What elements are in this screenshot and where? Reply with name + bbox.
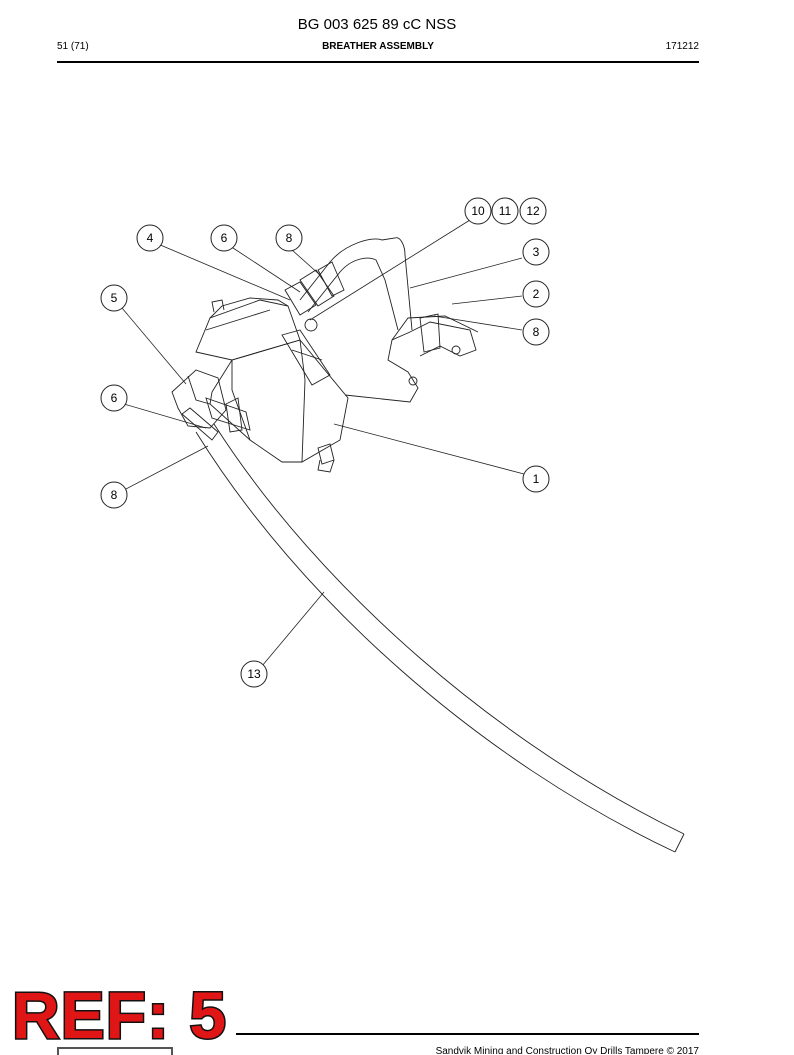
upper-pipe-drawing	[299, 237, 413, 331]
svg-text:1: 1	[533, 472, 540, 486]
section-title: BREATHER ASSEMBLY	[322, 41, 434, 52]
document-number: BG 003 625 89 cC NSS	[297, 16, 457, 33]
callout-6-upper: 6	[210, 224, 238, 252]
footer-rule	[236, 1033, 699, 1035]
svg-text:11: 11	[499, 204, 512, 218]
bracket-drawing	[344, 321, 477, 403]
svg-text:5: 5	[111, 291, 118, 305]
header-rule	[57, 61, 699, 63]
callout-10: 10	[464, 197, 492, 225]
svg-text:8: 8	[111, 488, 118, 502]
svg-text:8: 8	[286, 231, 293, 245]
callout-balloons: 10 11 12 4 6 8 3 5 2 8 6 1 8 13	[100, 197, 550, 688]
callout-4: 4	[136, 224, 164, 252]
svg-text:2: 2	[533, 287, 540, 301]
callout-2: 2	[522, 280, 550, 308]
breather-body-drawing	[195, 297, 349, 473]
svg-text:13: 13	[247, 667, 261, 681]
callout-6-left: 6	[100, 384, 128, 412]
leader-lines	[121, 219, 525, 667]
svg-text:12: 12	[526, 204, 540, 218]
callout-5: 5	[100, 284, 128, 312]
svg-text:8: 8	[533, 325, 540, 339]
callout-13: 13	[240, 660, 268, 688]
callout-3: 3	[522, 238, 550, 266]
svg-text:3: 3	[533, 245, 540, 259]
callout-1: 1	[522, 465, 550, 493]
date-code: 171212	[665, 41, 699, 52]
left-elbow-drawing	[171, 369, 227, 429]
svg-text:10: 10	[471, 204, 485, 218]
hose-drawing	[195, 431, 676, 853]
callout-8-upper: 8	[275, 224, 303, 252]
page-number: 51 (71)	[57, 41, 89, 52]
svg-text:6: 6	[221, 231, 228, 245]
footer-copyright: Sandvik Mining and Construction Oy Drill…	[435, 1046, 699, 1054]
svg-text:4: 4	[147, 231, 154, 245]
callout-11: 11	[491, 197, 519, 225]
svg-text:6: 6	[111, 391, 118, 405]
callout-12: 12	[519, 197, 547, 225]
ref-stamp: REF: 5	[10, 978, 228, 1052]
callout-8-left: 8	[100, 481, 128, 509]
footer-logo	[57, 1047, 173, 1055]
callout-8-right: 8	[522, 318, 550, 346]
